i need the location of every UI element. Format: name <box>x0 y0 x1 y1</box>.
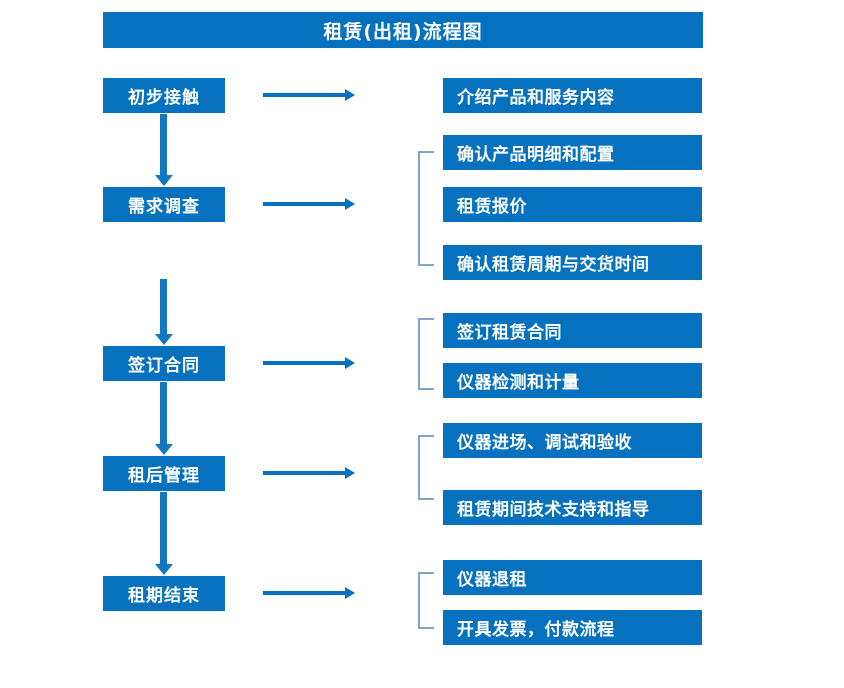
vertical-flow-arrow-1 <box>155 114 173 186</box>
stage-box-租期结束[interactable]: 租期结束 <box>103 576 225 611</box>
vertical-flow-arrow-4 <box>155 492 173 575</box>
detail-box-签订租赁合同[interactable]: 签订租赁合同 <box>443 313 702 348</box>
detail-box-仪器退租[interactable]: 仪器退租 <box>443 560 702 595</box>
detail-box-确认租赁周期与交货时间[interactable]: 确认租赁周期与交货时间 <box>443 245 702 280</box>
detail-box-仪器进场调试和验收[interactable]: 仪器进场、调试和验收 <box>443 423 702 458</box>
vertical-flow-arrow-3 <box>155 382 173 455</box>
stage-box-签订合同[interactable]: 签订合同 <box>103 346 225 381</box>
horizontal-arrow-3 <box>263 355 355 371</box>
horizontal-arrow-1 <box>263 87 355 103</box>
detail-box-仪器检测和计量[interactable]: 仪器检测和计量 <box>443 363 702 398</box>
group-bracket-租期结束 <box>418 572 434 629</box>
detail-box-租赁期间技术支持和指导[interactable]: 租赁期间技术支持和指导 <box>443 490 702 525</box>
horizontal-arrow-4 <box>263 465 355 481</box>
vertical-flow-arrow-2 <box>155 279 173 345</box>
detail-box-开具发票付款流程[interactable]: 开具发票，付款流程 <box>443 610 702 645</box>
detail-box-租赁报价[interactable]: 租赁报价 <box>443 187 702 222</box>
group-bracket-需求调查 <box>418 151 434 266</box>
stage-box-需求调查[interactable]: 需求调查 <box>103 187 225 222</box>
detail-box-介绍产品和服务内容[interactable]: 介绍产品和服务内容 <box>443 78 702 113</box>
detail-box-确认产品明细和配置[interactable]: 确认产品明细和配置 <box>443 135 702 170</box>
horizontal-arrow-2 <box>263 196 355 212</box>
group-bracket-租后管理 <box>418 435 434 500</box>
stage-box-初步接触[interactable]: 初步接触 <box>103 78 225 113</box>
group-bracket-签订合同 <box>418 318 434 390</box>
page-title: 租赁(出租)流程图 <box>103 12 703 48</box>
stage-box-租后管理[interactable]: 租后管理 <box>103 456 225 491</box>
horizontal-arrow-5 <box>263 585 355 601</box>
